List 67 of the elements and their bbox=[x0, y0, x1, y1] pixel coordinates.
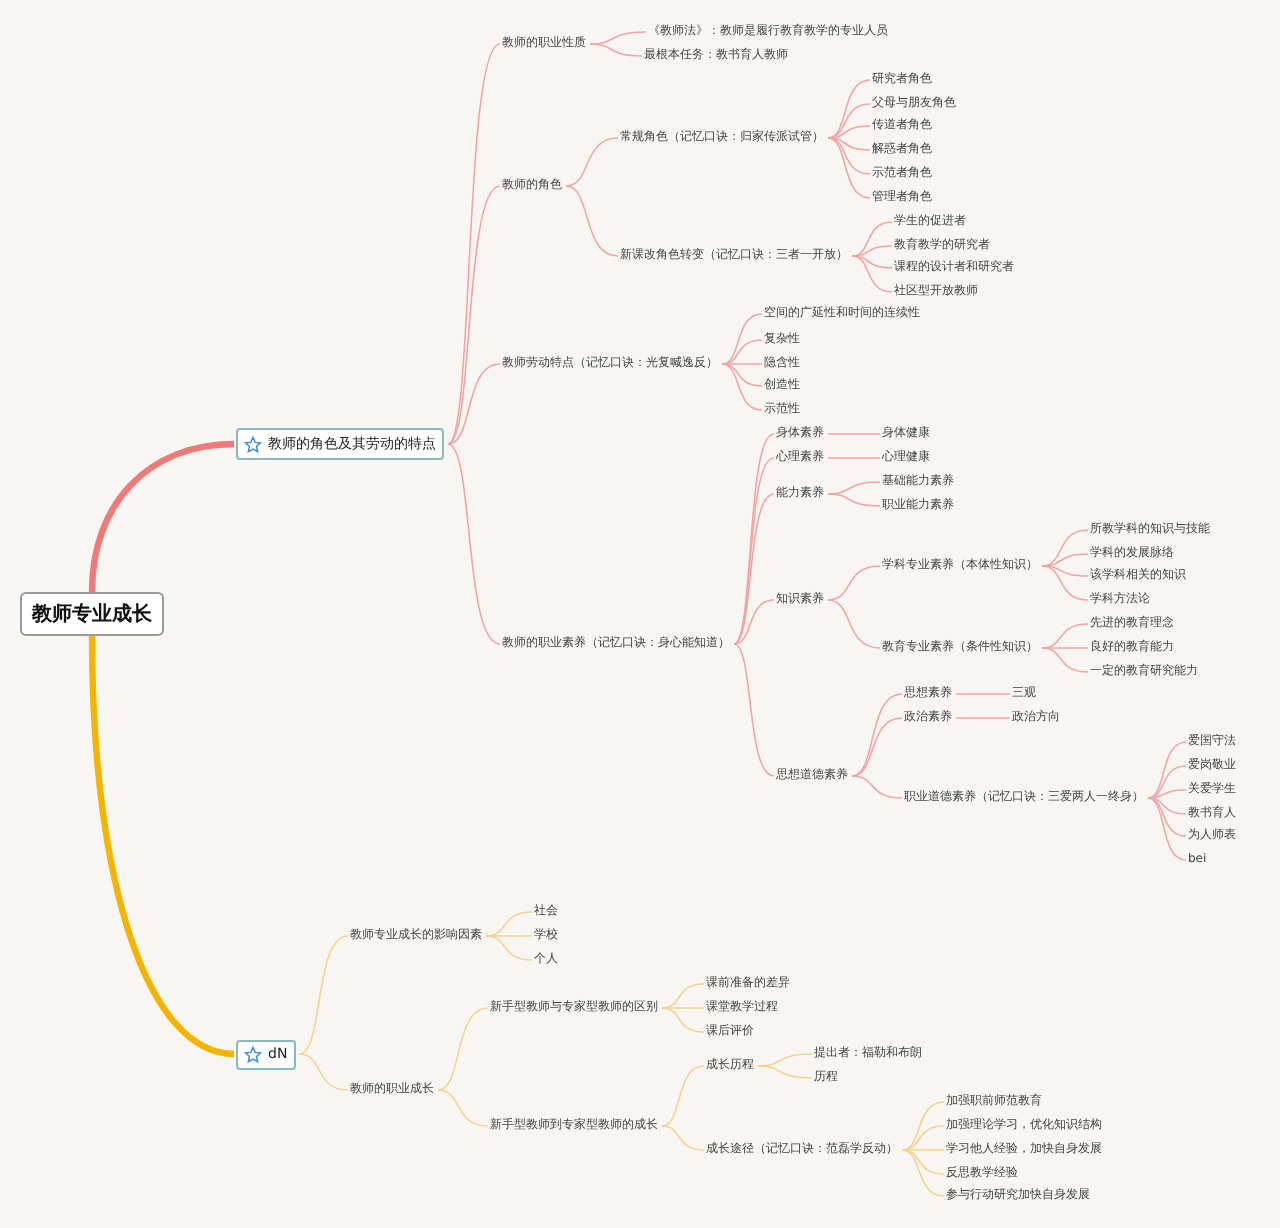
branch-line bbox=[901, 1149, 945, 1151]
branch-line bbox=[1041, 565, 1089, 577]
branch-line bbox=[851, 717, 903, 777]
branch-line bbox=[851, 255, 893, 293]
branch-line bbox=[661, 1065, 705, 1127]
branch-line bbox=[1041, 647, 1089, 649]
branch-line bbox=[661, 1007, 705, 1009]
branch-line bbox=[437, 1089, 489, 1127]
branch-line bbox=[827, 599, 881, 649]
branch-line bbox=[827, 565, 881, 601]
branch-line bbox=[485, 935, 533, 961]
branch-line bbox=[827, 103, 871, 139]
branch-line bbox=[447, 443, 501, 645]
branch-line bbox=[1147, 789, 1187, 799]
branch-line bbox=[447, 363, 501, 445]
branch-line bbox=[1041, 565, 1089, 601]
branch-line bbox=[827, 137, 871, 151]
branch-line bbox=[827, 457, 881, 459]
branch-line bbox=[298, 935, 349, 1055]
branch-line bbox=[827, 79, 871, 139]
branch-line bbox=[437, 1007, 489, 1091]
branch-line bbox=[298, 1053, 349, 1091]
branch-line bbox=[827, 137, 871, 199]
branch-line bbox=[1147, 765, 1187, 799]
branch-topic-box bbox=[236, 428, 444, 460]
branch-line bbox=[955, 717, 1011, 719]
branch-line bbox=[733, 599, 775, 645]
branch-line bbox=[721, 363, 763, 365]
branch-topic-box bbox=[236, 1039, 296, 1069]
branch-line bbox=[827, 433, 881, 435]
branch-line bbox=[447, 185, 501, 445]
branch-line bbox=[721, 363, 763, 387]
branch-line bbox=[901, 1149, 945, 1197]
branch-line bbox=[955, 693, 1011, 695]
branch-line bbox=[827, 125, 871, 139]
branch-line bbox=[757, 1065, 813, 1079]
branch-line bbox=[901, 1149, 945, 1175]
branch-line bbox=[565, 137, 619, 187]
branch-line bbox=[88, 440, 235, 593]
branch-line bbox=[721, 339, 763, 365]
branch-line bbox=[851, 245, 893, 257]
branch-line bbox=[1147, 797, 1187, 861]
branch-line bbox=[733, 643, 775, 777]
branch-line bbox=[1147, 741, 1187, 799]
branch-line bbox=[447, 43, 501, 445]
branch-line bbox=[851, 221, 893, 257]
branch-line bbox=[1041, 529, 1089, 567]
central-topic-box: 教师专业成长 bbox=[20, 592, 164, 636]
branch-line bbox=[851, 693, 903, 777]
branch-line bbox=[721, 363, 763, 411]
branch-line bbox=[661, 1007, 705, 1033]
branch-line bbox=[851, 775, 903, 799]
branch-line bbox=[661, 983, 705, 1009]
branch-line bbox=[88, 635, 235, 1058]
branch-line bbox=[901, 1101, 945, 1151]
branch-line bbox=[827, 493, 881, 507]
branch-line bbox=[1041, 647, 1089, 673]
branch-line bbox=[661, 1125, 705, 1151]
branch-line bbox=[565, 185, 619, 257]
branch-line bbox=[827, 137, 871, 175]
branch-line bbox=[485, 935, 533, 937]
branch-line bbox=[901, 1125, 945, 1151]
branch-line bbox=[589, 43, 643, 57]
branch-line bbox=[851, 255, 893, 269]
branch-line bbox=[1147, 797, 1187, 837]
branch-line bbox=[733, 493, 775, 645]
branch-line bbox=[721, 313, 763, 365]
